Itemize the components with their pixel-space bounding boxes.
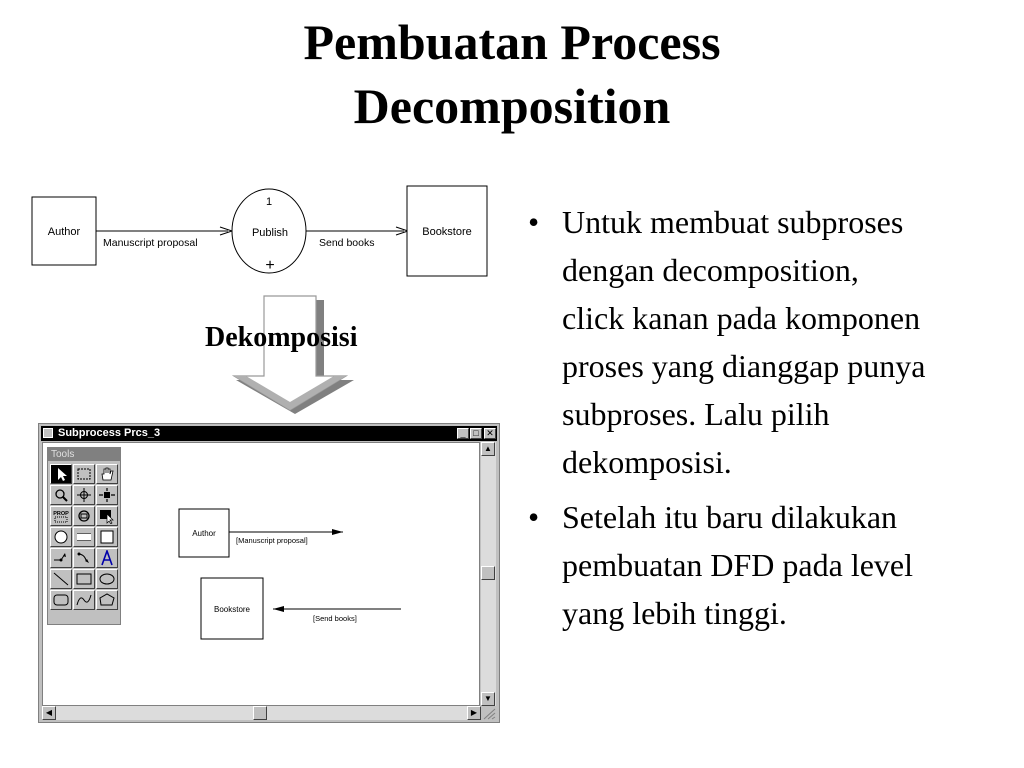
svg-text:PROP: PROP: [53, 511, 69, 517]
manuscript-flow-label: Manuscript proposal: [103, 237, 198, 249]
freehand-tool-icon[interactable]: [73, 590, 95, 610]
send-books-flow-label: Send books: [319, 237, 374, 249]
sub-bookstore-entity-label: Bookstore: [214, 605, 251, 614]
publish-process-number: 1: [266, 196, 272, 208]
horizontal-scrollbar[interactable]: ◀ ▶: [42, 706, 481, 720]
pointer-tool-icon[interactable]: [50, 464, 72, 484]
bullet-2-line-3: yang lebih tinggi.: [562, 595, 787, 631]
data-flow-tool-icon[interactable]: [50, 548, 72, 568]
resize-grip-icon[interactable]: [481, 706, 496, 720]
bullet-2-line-2: pembuatan DFD pada level: [562, 547, 913, 583]
bullet-1-line-3: click kanan pada komponen: [562, 300, 921, 336]
bullet-dot-icon: •: [528, 204, 540, 240]
horizontal-scroll-thumb[interactable]: [253, 706, 267, 720]
scroll-down-icon[interactable]: ▼: [481, 692, 495, 706]
maximize-icon[interactable]: □: [470, 428, 482, 439]
rounded-rectangle-tool-icon[interactable]: [50, 590, 72, 610]
move-tool-icon[interactable]: [73, 485, 95, 505]
zoom-tool-icon[interactable]: [50, 485, 72, 505]
subprocess-diagram: Author [Manuscript proposal] Bookstore […: [178, 508, 401, 640]
bookstore-entity-label: Bookstore: [422, 226, 472, 238]
bullet-1-line-4: proses yang dianggap punya: [562, 348, 926, 384]
line-tool-icon[interactable]: [50, 569, 72, 589]
bullet-dot-icon: •: [528, 499, 540, 535]
polygon-tool-icon[interactable]: [96, 590, 118, 610]
scroll-right-icon[interactable]: ▶: [467, 706, 481, 720]
tools-palette: Tools: [47, 447, 121, 625]
sub-manuscript-flow-label: [Manuscript proposal]: [236, 536, 308, 545]
sub-send-books-flow-arrowhead: [273, 606, 284, 612]
window-app-icon: [43, 428, 53, 438]
close-icon[interactable]: ✕: [484, 428, 496, 439]
vertical-scrollbar[interactable]: ▲ ▼: [481, 442, 496, 706]
tools-palette-title: Tools: [48, 448, 120, 461]
minimize-icon[interactable]: _: [457, 428, 469, 439]
bullet-item-2: • Setelah itu baru dilakukan pembuatan D…: [520, 493, 1020, 637]
rectangle-tool-icon[interactable]: [73, 569, 95, 589]
bullet-item-1: • Untuk membuat subproses dengan decompo…: [520, 198, 1020, 486]
marquee-select-tool-icon[interactable]: [73, 464, 95, 484]
sub-author-entity-label: Author: [192, 529, 216, 538]
property-tool-icon[interactable]: PROP: [50, 506, 72, 526]
subprocess-window: Subprocess Prcs_3 _ □ ✕ Author [Manuscri…: [38, 423, 500, 723]
data-store-tool-icon[interactable]: [73, 527, 95, 547]
process-circle-tool-icon[interactable]: [50, 527, 72, 547]
slide-title: Pembuatan Process Decomposition: [0, 10, 1024, 138]
cursor-box-tool-icon[interactable]: [96, 506, 118, 526]
decomposition-label: Dekomposisi: [205, 322, 358, 353]
hand-pan-tool-icon[interactable]: [96, 464, 118, 484]
bullet-1-line-2: dengan decomposition,: [562, 252, 859, 288]
window-titlebar[interactable]: Subprocess Prcs_3 _ □ ✕: [41, 426, 497, 441]
window-title: Subprocess Prcs_3: [58, 427, 161, 439]
bullet-1-line-5: subproses. Lalu pilih: [562, 396, 830, 432]
author-entity-label: Author: [48, 226, 81, 238]
database-tool-icon[interactable]: [73, 506, 95, 526]
tools-grid: PROP: [50, 464, 119, 611]
vertical-scroll-thumb[interactable]: [481, 566, 495, 580]
subprocess-canvas[interactable]: Author [Manuscript proposal] Bookstore […: [42, 442, 480, 706]
context-dfd-diagram: Author Manuscript proposal 1 Publish + S…: [31, 185, 488, 277]
expand-tool-icon[interactable]: [96, 485, 118, 505]
sub-bookstore-entity-box[interactable]: [200, 577, 264, 640]
text-tool-icon[interactable]: [96, 548, 118, 568]
ellipse-tool-icon[interactable]: [96, 569, 118, 589]
publish-process-plus: +: [265, 257, 274, 274]
external-entity-tool-icon[interactable]: [96, 527, 118, 547]
down-arrow-icon: [231, 295, 354, 414]
bullet-1-line-6: dekomposisi.: [562, 444, 732, 480]
slide-title-line-2: Decomposition: [353, 78, 671, 134]
bookstore-entity-box: [406, 185, 488, 277]
bullet-1-line-1: Untuk membuat subproses: [562, 204, 904, 240]
publish-process-label: Publish: [252, 227, 288, 239]
sub-manuscript-flow-arrowhead: [332, 529, 343, 535]
slide-title-line-1: Pembuatan Process: [303, 14, 721, 70]
sub-send-books-flow-label: [Send books]: [313, 614, 357, 623]
curved-flow-tool-icon[interactable]: [73, 548, 95, 568]
scroll-up-icon[interactable]: ▲: [481, 442, 495, 456]
bullet-list: • Untuk membuat subproses dengan decompo…: [520, 198, 1020, 644]
author-entity-box: [31, 196, 97, 266]
scroll-left-icon[interactable]: ◀: [42, 706, 56, 720]
bullet-2-line-1: Setelah itu baru dilakukan: [562, 499, 898, 535]
sub-author-entity-box[interactable]: [178, 508, 230, 558]
